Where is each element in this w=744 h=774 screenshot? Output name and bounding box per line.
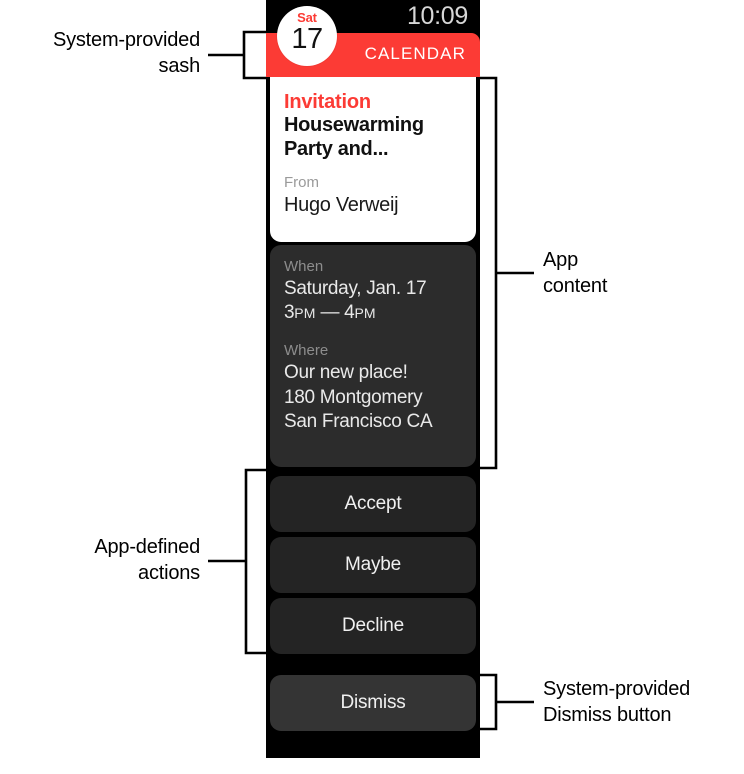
annotation-label-app-content: App content	[543, 249, 608, 298]
app-actions-bracket	[244, 468, 266, 655]
maybe-button[interactable]: Maybe	[270, 537, 476, 593]
status-time: 10:09	[406, 2, 468, 30]
event-time-start-number: 3	[284, 302, 295, 324]
invitation-kicker: Invitation	[284, 91, 371, 113]
invitation-title: Housewarming Party and...	[284, 114, 424, 160]
accept-button[interactable]: Accept	[270, 476, 476, 532]
event-time-end-suffix: PM	[354, 305, 376, 322]
dismiss-button[interactable]: Dismiss	[270, 675, 476, 731]
event-where-line-1: Our new place!	[284, 361, 408, 383]
calendar-icon-day-of-week: Sat	[297, 10, 317, 25]
event-when-label: When	[284, 258, 324, 275]
invitation-card: Invitation Housewarming Party and... Fro…	[270, 77, 476, 242]
event-where-group: Where Our new place! 180 Montgomery San …	[284, 342, 462, 435]
decline-button[interactable]: Decline	[270, 598, 476, 654]
sash-bracket	[242, 30, 266, 80]
invitation-from-label: From	[284, 173, 319, 191]
event-time-start-suffix: PM	[294, 305, 316, 322]
event-details-card: When Saturday, Jan. 17 3PM — 4PM Where O…	[270, 245, 476, 467]
app-content-bracket	[480, 76, 498, 470]
calendar-icon-day-number: 17	[291, 23, 323, 55]
dismiss-bracket	[480, 673, 498, 731]
sash-app-name: CALENDAR	[364, 44, 466, 63]
annotation-label-sash: System-provided sash	[52, 29, 200, 78]
event-where-line-3: San Francisco CA	[284, 411, 433, 433]
event-time-dash: —	[315, 302, 345, 324]
event-where-label: Where	[284, 342, 329, 360]
invitation-from-value: Hugo Verweij	[284, 193, 399, 216]
annotation-label-app-actions: App-defined actions	[94, 536, 200, 585]
event-when-time: 3PM — 4PM	[284, 301, 462, 326]
event-where-line-2: 180 Montgomery	[284, 386, 423, 408]
calendar-app-icon[interactable]: Sat 17	[277, 6, 337, 66]
annotation-label-dismiss: System-provided Dismiss button	[543, 678, 691, 727]
event-when-date: Saturday, Jan. 17	[284, 277, 427, 299]
event-time-end-number: 4	[344, 302, 355, 324]
watch-device-screen: 10:09 CALENDAR Sat 17 Invitation Housewa…	[266, 0, 480, 758]
event-when-group: When Saturday, Jan. 17 3PM — 4PM	[284, 258, 462, 326]
